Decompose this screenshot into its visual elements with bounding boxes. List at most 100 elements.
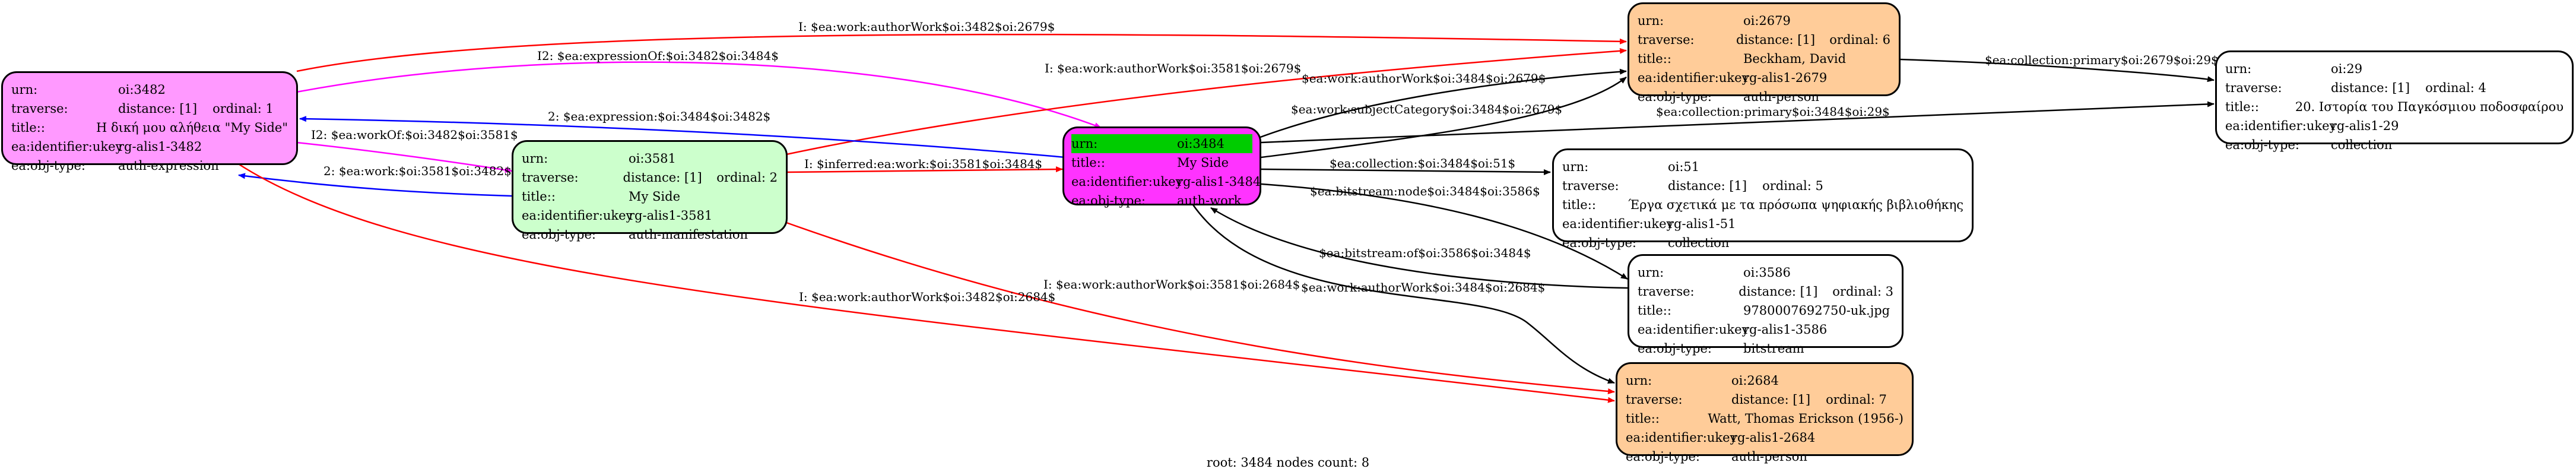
edge-label-3581-2679-author: I: $ea:work:authorWork$oi:3581$oi:2679$: [1045, 61, 1302, 75]
node-29-urn-row: urn:oi:29: [2225, 59, 2564, 78]
traverse-key: traverse:: [522, 170, 579, 185]
node-3581-urn-row: urn:oi:3581: [522, 149, 778, 168]
node-3586-traverse-row: traverse: distance: [1] ordinal: 3: [1638, 282, 1893, 301]
node-3586[interactable]: urn:oi:3586 traverse:distance: [1]ordina…: [1628, 254, 1904, 356]
urn-key: urn:: [11, 83, 38, 97]
identifier-key: ea:identifier:ukey: [522, 208, 633, 223]
edge-label-3482-3484-expressionof: I2: $ea:expressionOf:$oi:3482$oi:3484$: [537, 49, 779, 63]
title-value: Watt, Thomas Erickson (1956-): [1708, 411, 1904, 426]
node-2679[interactable]: urn:oi:2679 traverse:distance: [1]ordina…: [1628, 2, 1901, 104]
distance-value: distance: [1]: [1731, 392, 1811, 407]
edge-label-3484-3586-bitstream: $ea:bitstream:node$oi:3484$oi:3586$: [1310, 184, 1540, 198]
ordinal-value: ordinal: 3: [1832, 284, 1893, 299]
type-key: ea:obj-type:: [1638, 341, 1712, 356]
node-3581-title-row: title::My Side: [522, 187, 778, 206]
node-3482-urn-row: urn:oi:3482: [11, 80, 288, 99]
node-3581[interactable]: urn:oi:3581 traverse: distance: [1] ordina…: [512, 140, 788, 242]
node-3484-root[interactable]: urn:oi:3484 title::My Side ea:identifier…: [1062, 126, 1261, 208]
ordinal-value: ordinal: 1: [212, 102, 274, 116]
urn-value: oi:2679: [1743, 14, 1791, 28]
traverse-key: traverse:: [11, 102, 68, 116]
identifier-key: ea:identifier:ukey: [1638, 322, 1749, 337]
node-29-traverse-row: traverse: distance: [1] ordinal: 4: [2225, 78, 2564, 97]
traverse-key: traverse:: [1638, 33, 1695, 47]
edge-3482-3484: [296, 61, 1102, 129]
node-2679-traverse-row: traverse:distance: [1]ordinal: 6: [1638, 30, 1890, 49]
type-key: ea:obj-type:: [1626, 449, 1700, 464]
type-value: auth-work: [1177, 194, 1242, 208]
edge-3581-3482: [238, 173, 512, 197]
title-key: title::: [522, 189, 556, 204]
node-2679-type-row: ea:obj-type:auth-person: [1638, 87, 1890, 106]
node-3482-type-row: ea:obj-type:auth-expression: [11, 156, 288, 175]
urn-key: urn:: [1562, 160, 1589, 174]
type-value: auth-person: [1731, 449, 1807, 464]
title-key: title::: [1071, 156, 1105, 170]
node-51-type-row: ea:obj-type:collection: [1562, 233, 1963, 252]
node-29[interactable]: urn:oi:29 traverse: distance: [1] ordinal:…: [2215, 50, 2574, 152]
title-value: 20. Ιστορία του Παγκόσμιου ποδοσφαίρου: [2295, 100, 2564, 114]
title-value: My Side: [1177, 156, 1229, 170]
type-value: bitstream: [1743, 341, 1804, 356]
edge-3484-29: [1261, 101, 2215, 144]
title-value: Beckham, David: [1743, 52, 1847, 66]
node-2679-urn-row: urn:oi:2679: [1638, 11, 1890, 30]
node-3581-type-row: ea:obj-type:auth-manifestation: [522, 225, 778, 244]
distance-value: distance: [1]: [1668, 179, 1747, 193]
type-key: ea:obj-type:: [1071, 194, 1146, 208]
edge-label-3484-2679-subject: $ea:work:subjectCategory$oi:3484$oi:2679…: [1291, 102, 1563, 116]
edge-label-3484-2684-author: $ea:work:authorWork$oi:3484$oi:2684$: [1301, 280, 1546, 294]
edge-3484-2684: [1192, 204, 1615, 384]
node-2684-urn-row: urn:oi:2684: [1626, 371, 1904, 390]
edge-label-3581-3484-inferred: I: $inferred:ea:work:$oi:3581$oi:3484$: [804, 157, 1043, 171]
ordinal-value: ordinal: 5: [1762, 179, 1823, 193]
edge-3482-2684: [237, 162, 1615, 403]
node-3482[interactable]: urn:oi:3482 traverse:distance: [1]ordina…: [1, 71, 298, 173]
node-51[interactable]: urn: oi:51 traverse: distance: [1] ordinal:…: [1552, 148, 1974, 250]
title-value: Η δική μου αλήθεια "My Side": [96, 121, 288, 135]
edge-label-3482-3581-workof: I2: $ea:workOf:$oi:3482$oi:3581$: [311, 128, 518, 142]
identifier-key: ea:identifier:ukey: [1562, 217, 1674, 231]
node-2684-traverse-row: traverse:distance: [1]ordinal: 7: [1626, 390, 1904, 409]
traverse-key: traverse:: [1638, 284, 1695, 299]
ordinal-value: ordinal: 4: [2425, 81, 2486, 95]
title-value: My Side: [629, 189, 681, 204]
edge-3484-3586: [1261, 183, 1628, 280]
identifier-value: rg-alis1-3484: [1177, 175, 1261, 189]
node-2684[interactable]: urn:oi:2684 traverse:distance: [1]ordina…: [1616, 362, 1914, 464]
edge-3484-2679-author: [1246, 68, 1627, 144]
edge-label-2679-29-primary: $ea:collection:primary$oi:2679$oi:29$: [1985, 53, 2219, 67]
node-3484-type-row: ea:obj-type: auth-work: [1071, 191, 1252, 210]
identifier-value: rg-alis1-51: [1668, 217, 1736, 231]
urn-key: urn:: [2225, 62, 2252, 76]
node-3482-traverse-row: traverse:distance: [1]ordinal: 1: [11, 99, 288, 118]
identifier-value: rg-alis1-3586: [1743, 322, 1828, 337]
title-key: title::: [1562, 198, 1596, 212]
edge-3581-3484: [786, 166, 1063, 173]
edge-label-3484-29-primary: $ea:collection:primary$oi:3484$oi:29$: [1656, 104, 1890, 119]
graph-footer: root: 3484 nodes count: 8: [1206, 455, 1370, 470]
edge-label-3484-51-collection: $ea:collection:$oi:3484$oi:51$: [1330, 156, 1516, 170]
urn-value: oi:51: [1668, 160, 1700, 174]
identifier-value: rg-alis1-2684: [1731, 430, 1816, 445]
traverse-key: traverse:: [1562, 179, 1619, 193]
identifier-value: rg-alis1-2679: [1743, 71, 1828, 85]
title-key: title::: [2225, 100, 2259, 114]
distance-value: distance: [1]: [2331, 81, 2410, 95]
node-3581-traverse-row: traverse: distance: [1] ordinal: 2: [522, 168, 778, 187]
node-3484-title-row: title::My Side: [1071, 153, 1252, 172]
urn-key: urn:: [522, 151, 548, 166]
distance-value: distance: [1]: [1739, 284, 1818, 299]
edge-label-3482-2679-author: I: $ea:work:authorWork$oi:3482$oi:2679$: [798, 20, 1055, 34]
traverse-key: traverse:: [2225, 81, 2282, 95]
title-key: title::: [1638, 52, 1671, 66]
distance-value: distance: [1]: [623, 170, 702, 185]
urn-key: urn:: [1626, 373, 1652, 388]
ordinal-value: ordinal: 2: [716, 170, 778, 185]
identifier-key: ea:identifier:ukey: [1626, 430, 1737, 445]
type-key: ea:obj-type:: [2225, 138, 2299, 152]
type-value: collection: [1668, 236, 1730, 250]
